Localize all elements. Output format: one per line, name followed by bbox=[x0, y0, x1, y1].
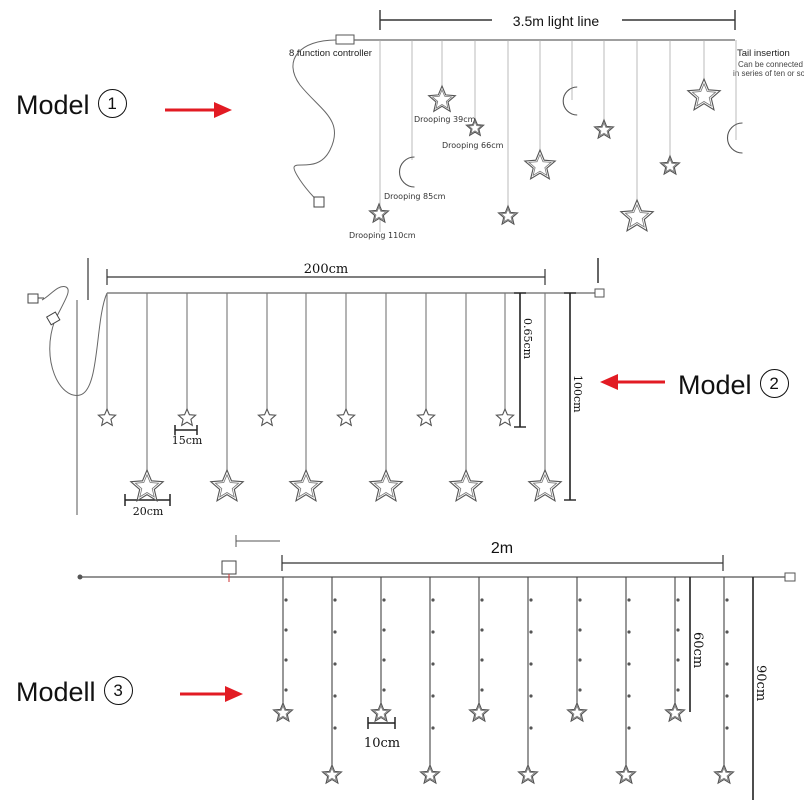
drop-39-label: Drooping 39cm bbox=[414, 115, 476, 124]
arrow-model-3 bbox=[180, 686, 243, 702]
model-1-text: Model bbox=[16, 90, 90, 120]
moon-icon bbox=[399, 156, 415, 188]
model-2-long-drop-label: 100cm bbox=[571, 375, 584, 413]
model-2-controller bbox=[45, 311, 61, 326]
model-1-length-label: 3.5m light line bbox=[513, 13, 600, 29]
star-icon bbox=[419, 763, 441, 785]
star-icon bbox=[468, 701, 490, 723]
star-icon bbox=[288, 468, 324, 502]
model-2-short-drop-label: 0.65cm bbox=[521, 318, 534, 360]
model-2-small-star-label: 15cm bbox=[172, 434, 203, 447]
star-icon bbox=[427, 84, 457, 113]
arrow-model-1 bbox=[165, 102, 232, 118]
model-1-number: 1 bbox=[97, 89, 127, 119]
model-3-text: Modell bbox=[16, 677, 96, 707]
star-icon bbox=[368, 468, 404, 502]
model-2-big-star-label: 20cm bbox=[133, 505, 164, 518]
star-icon bbox=[209, 468, 245, 502]
star-icon bbox=[566, 701, 588, 723]
model-2-cord bbox=[41, 286, 108, 396]
star-icon bbox=[336, 407, 356, 427]
controller-box bbox=[335, 34, 355, 45]
star-icon bbox=[659, 154, 681, 176]
star-icon bbox=[370, 701, 392, 723]
star-icon bbox=[465, 117, 485, 137]
drop-66-label: Drooping 66cm bbox=[442, 141, 504, 150]
model-3-diagram: 2m 60cm 90cm 10cm bbox=[77, 535, 796, 800]
model-1-diagram: 3.5m light line 8 function controller Ta… bbox=[289, 10, 804, 240]
tail-label: Tail insertion bbox=[737, 48, 790, 59]
model-3-length-label: 2m bbox=[491, 540, 513, 557]
star-icon bbox=[664, 701, 686, 723]
tail-note-1: Can be connected bbox=[738, 60, 803, 69]
tail-note-2: in series of ten or so bbox=[733, 69, 804, 78]
drop-85-label: Drooping 85cm bbox=[384, 192, 446, 201]
moon-icon bbox=[562, 86, 578, 116]
star-icon bbox=[713, 763, 735, 785]
star-icon bbox=[593, 118, 615, 140]
star-icon bbox=[615, 763, 637, 785]
star-icon bbox=[497, 204, 519, 226]
star-icon bbox=[448, 468, 484, 502]
model-2-drops bbox=[97, 293, 563, 502]
drop-110-label: Drooping 110cm bbox=[349, 231, 416, 240]
model-2-text: Model bbox=[678, 370, 752, 400]
model-1-drops bbox=[368, 40, 743, 232]
star-icon bbox=[686, 77, 722, 111]
star-icon bbox=[517, 763, 539, 785]
star-icon bbox=[523, 148, 557, 181]
arrow-model-2 bbox=[600, 374, 665, 390]
star-icon bbox=[177, 407, 197, 427]
model-2-diagram: 200cm 0.65cm 100cm 15cm 20cm bbox=[27, 258, 605, 518]
model-3-controller bbox=[221, 560, 237, 575]
star-icon bbox=[495, 407, 515, 427]
model-3-star-label: 10cm bbox=[364, 736, 400, 751]
star-icon bbox=[368, 202, 390, 224]
star-icon bbox=[129, 468, 165, 502]
star-icon bbox=[619, 198, 655, 232]
controller-label: 8 function controller bbox=[289, 48, 372, 59]
star-icon bbox=[321, 763, 343, 785]
star-icon bbox=[272, 701, 294, 723]
model-2-number: 2 bbox=[759, 369, 789, 399]
model-2-length-label: 200cm bbox=[304, 262, 348, 277]
star-icon bbox=[257, 407, 277, 427]
model-3-drops bbox=[272, 577, 735, 785]
star-icon bbox=[527, 468, 563, 502]
star-icon bbox=[97, 407, 117, 427]
model-3-tail-box bbox=[784, 572, 796, 582]
model-3-long-drop-label: 90cm bbox=[753, 665, 768, 701]
model-2-tail-box bbox=[594, 288, 605, 298]
power-cord bbox=[292, 39, 337, 204]
plug-icon bbox=[313, 196, 325, 208]
star-icon bbox=[416, 407, 436, 427]
model-2-plug-icon bbox=[27, 293, 39, 304]
moon-icon bbox=[727, 122, 743, 154]
model-3-number: 3 bbox=[103, 676, 133, 706]
model-3-short-drop-label: 60cm bbox=[690, 632, 705, 668]
